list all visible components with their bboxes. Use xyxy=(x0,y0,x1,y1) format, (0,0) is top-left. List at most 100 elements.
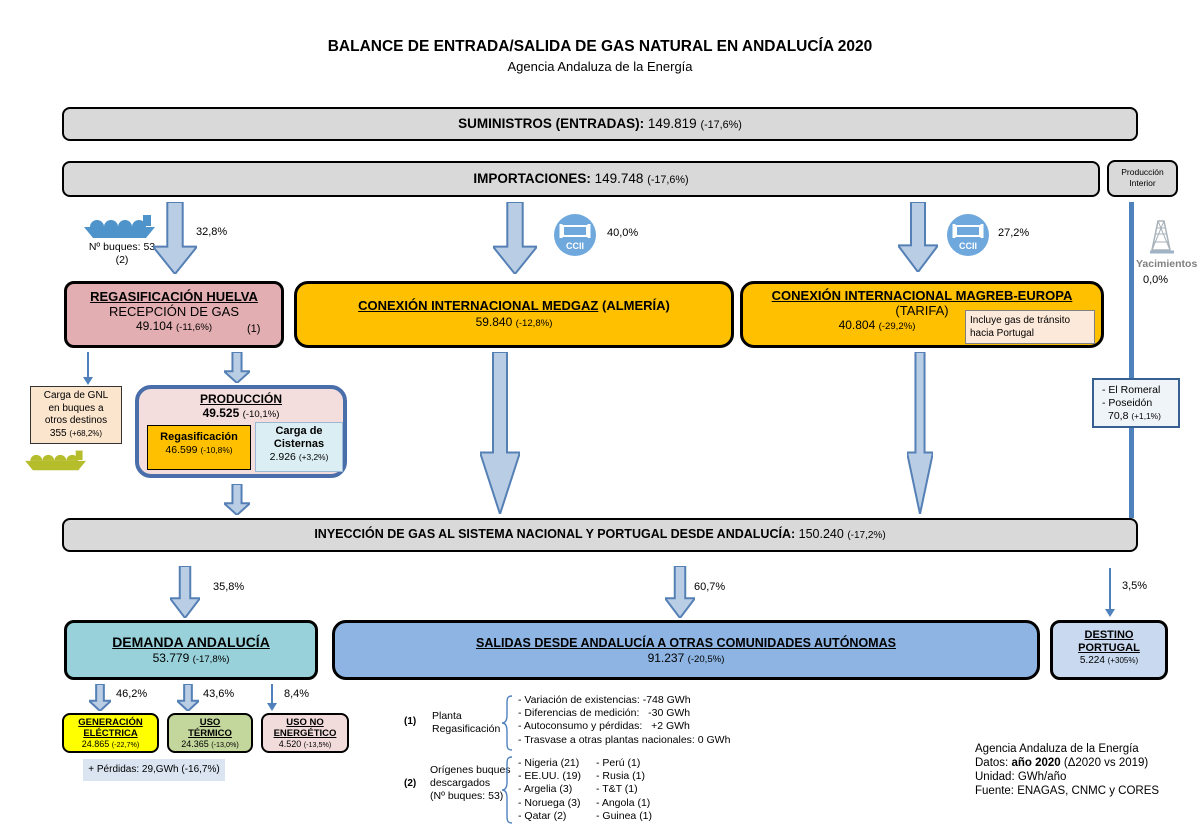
demanda-pct: 35,8% xyxy=(213,581,245,593)
cisternas-delta: (+3,2%) xyxy=(298,452,329,462)
note2-item: - Angola (1) xyxy=(596,796,651,809)
derrick-icon xyxy=(1150,220,1174,254)
carga-gnl-value: 355 xyxy=(49,427,67,439)
note1-item: - Diferencias de medición: -30 GWh xyxy=(518,707,691,720)
note2-item: - Qatar (2) xyxy=(518,809,567,822)
salidas-value: 91.237 xyxy=(647,651,685,665)
note2-label2: descargados xyxy=(430,777,491,789)
termico-title1: USO xyxy=(199,717,221,728)
romeral-value: 70,8 xyxy=(1108,410,1129,422)
romeral-delta: (+1,1%) xyxy=(1131,411,1161,421)
portugal-box: DESTINO PORTUGAL 5.224 (+305%) xyxy=(1050,620,1168,680)
magreb-title: CONEXIÓN INTERNACIONAL MAGREB-EUROPA xyxy=(771,288,1073,303)
note1-ref: (1) xyxy=(404,716,417,727)
note2-item: - Argelia (3) xyxy=(518,783,573,796)
huelva-note-ref: (1) xyxy=(247,323,261,335)
salidas-delta: (-20,5%) xyxy=(687,654,725,665)
source-line2: Datos: año 2020 (Δ2020 vs 2019) xyxy=(975,756,1159,770)
romeral-box: - El Romeral - Poseidón 70,8 (+1,1%) xyxy=(1092,378,1180,428)
termico-delta: (-13,0%) xyxy=(211,740,239,749)
cisternas-label2: Cisternas xyxy=(273,438,325,450)
flow-arrow-medgaz xyxy=(493,202,537,274)
inyeccion-label: INYECCIÓN DE GAS AL SISTEMA NACIONAL Y P… xyxy=(314,527,796,541)
no-energetico-title1: USO NO xyxy=(286,717,324,728)
inyeccion-value: 150.240 xyxy=(798,527,844,541)
demanda-title: DEMANDA ANDALUCÍA xyxy=(112,634,270,650)
arrow-gnl-out xyxy=(83,352,93,385)
regasificacion-delta: (-10,8%) xyxy=(200,445,233,455)
medgaz-delta: (-12,8%) xyxy=(515,318,553,329)
note2-item: - Nigeria (21) xyxy=(518,757,580,769)
source-datos-suffix: (Δ2020 vs 2019) xyxy=(1060,757,1149,769)
perdidas-strip: + Pérdidas: 29,GWh (-16,7%) xyxy=(83,759,225,781)
note1-label1: Planta xyxy=(432,710,462,722)
source-line3: Unidad: GWh/año xyxy=(975,771,1067,783)
arrow-termico xyxy=(177,684,199,711)
suministros-value: 149.819 xyxy=(647,116,697,131)
arrow-no-energetico xyxy=(267,684,277,711)
carga-gnl-line3: otros destinos xyxy=(44,415,108,426)
regasificacion-value: 46.599 xyxy=(165,444,198,456)
arrow-salidas xyxy=(665,566,695,618)
ships-count-ref: (2) xyxy=(115,254,129,266)
portugal-title1: DESTINO xyxy=(1084,629,1134,641)
note1-item: - Variación de existencias: -748 GWh xyxy=(518,694,691,706)
yacimientos-pct: 0,0% xyxy=(1143,274,1169,286)
arrow-produccion-inyeccion xyxy=(224,484,250,515)
huelva-value: 49.104 xyxy=(135,319,173,333)
page-subtitle: Agencia Andaluza de la Energía xyxy=(507,59,693,74)
note2-item: - Rusia (1) xyxy=(596,770,646,783)
salidas-box: SALIDAS DESDE ANDALUCÍA A OTRAS COMUNIDA… xyxy=(332,620,1040,680)
generacion-delta: (-22,7%) xyxy=(111,740,140,749)
salidas-title: SALIDAS DESDE ANDALUCÍA A OTRAS COMUNIDA… xyxy=(476,636,896,650)
suministros-bar: SUMINISTROS (ENTRADAS): 149.819 (-17,6%) xyxy=(62,107,1138,141)
source-line4: Fuente: ENAGAS, CNMC y CORES xyxy=(975,785,1160,797)
produccion-box: PRODUCCIÓN 49.525 (-10,1%) Regasificació… xyxy=(135,385,347,478)
yacimientos-line xyxy=(1129,202,1134,518)
generacion-value: 24.865 xyxy=(81,739,110,749)
portugal-pct: 3,5% xyxy=(1122,580,1148,592)
regasificacion-box: Regasificación 46.599 (-10,8%) xyxy=(147,425,251,470)
ccii-label-medgaz: CCII xyxy=(566,241,584,251)
suministros-label: SUMINISTROS (ENTRADAS): xyxy=(458,116,645,131)
importaciones-delta: (-17,6%) xyxy=(647,174,689,186)
note2-label: Orígenes buques descargados (Nº buques: … xyxy=(430,764,511,803)
produccion-interior-box: Producción Interior xyxy=(1107,160,1178,197)
termico-box: USO TÉRMICO 24.365 (-13,0%) xyxy=(167,713,253,753)
generacion-title2: ELÉCTRICA xyxy=(83,728,138,739)
page-title: BALANCE DE ENTRADA/SALIDA DE GAS NATURAL… xyxy=(327,38,873,55)
magreb-value: 40.804 xyxy=(838,318,876,332)
arrow-huelva-produccion xyxy=(224,352,250,383)
magreb-transit-note: Incluye gas de tránsito hacia Portugal xyxy=(965,310,1095,344)
demanda-delta: (-17,8%) xyxy=(192,654,230,665)
importaciones-label: IMPORTACIONES: xyxy=(473,171,591,186)
no-energetico-delta: (-13,5%) xyxy=(303,740,332,749)
termico-title2: TÉRMICO xyxy=(188,728,232,739)
magreb-subtitle: (TARIFA) xyxy=(895,303,949,318)
suministros-delta: (-17,6%) xyxy=(700,119,742,131)
note1-item: - Autoconsumo y pérdidas: +2 GWh xyxy=(518,720,690,733)
no-energetico-value: 4.520 xyxy=(278,739,302,749)
note2-label3: (Nº buques: 53) xyxy=(430,790,504,802)
produccion-interior-line2: Interior xyxy=(1129,178,1156,188)
arrow-portugal xyxy=(1105,568,1115,617)
medgaz-pct: 40,0% xyxy=(607,227,639,239)
note2-item: - Noruega (3) xyxy=(518,796,581,809)
produccion-title: PRODUCCIÓN xyxy=(199,392,282,406)
carga-gnl-line1: Carga de GNL xyxy=(43,390,109,401)
flow-arrow-huelva xyxy=(153,202,197,274)
source-line1: Agencia Andaluza de la Energía xyxy=(975,743,1139,755)
arrow-generacion xyxy=(89,684,111,711)
regasificacion-label: Regasificación xyxy=(160,431,238,443)
no-energetico-pct: 8,4% xyxy=(284,688,310,700)
romeral-line2: - Poseidón xyxy=(1102,397,1153,409)
cisternas-box: Carga de Cisternas 2.926 (+3,2%) xyxy=(255,422,343,472)
magreb-delta: (-29,2%) xyxy=(878,321,916,332)
source-datos-prefix: Datos: xyxy=(975,757,1012,769)
ccii-icon-medgaz: CCII xyxy=(554,214,596,256)
note2-item: - EE.UU. (19) xyxy=(518,770,582,783)
salidas-pct: 60,7% xyxy=(694,581,726,593)
portugal-delta: (+305%) xyxy=(1107,656,1139,665)
note2-col1: - Nigeria (21) - EE.UU. (19) - Argelia (… xyxy=(518,757,581,823)
